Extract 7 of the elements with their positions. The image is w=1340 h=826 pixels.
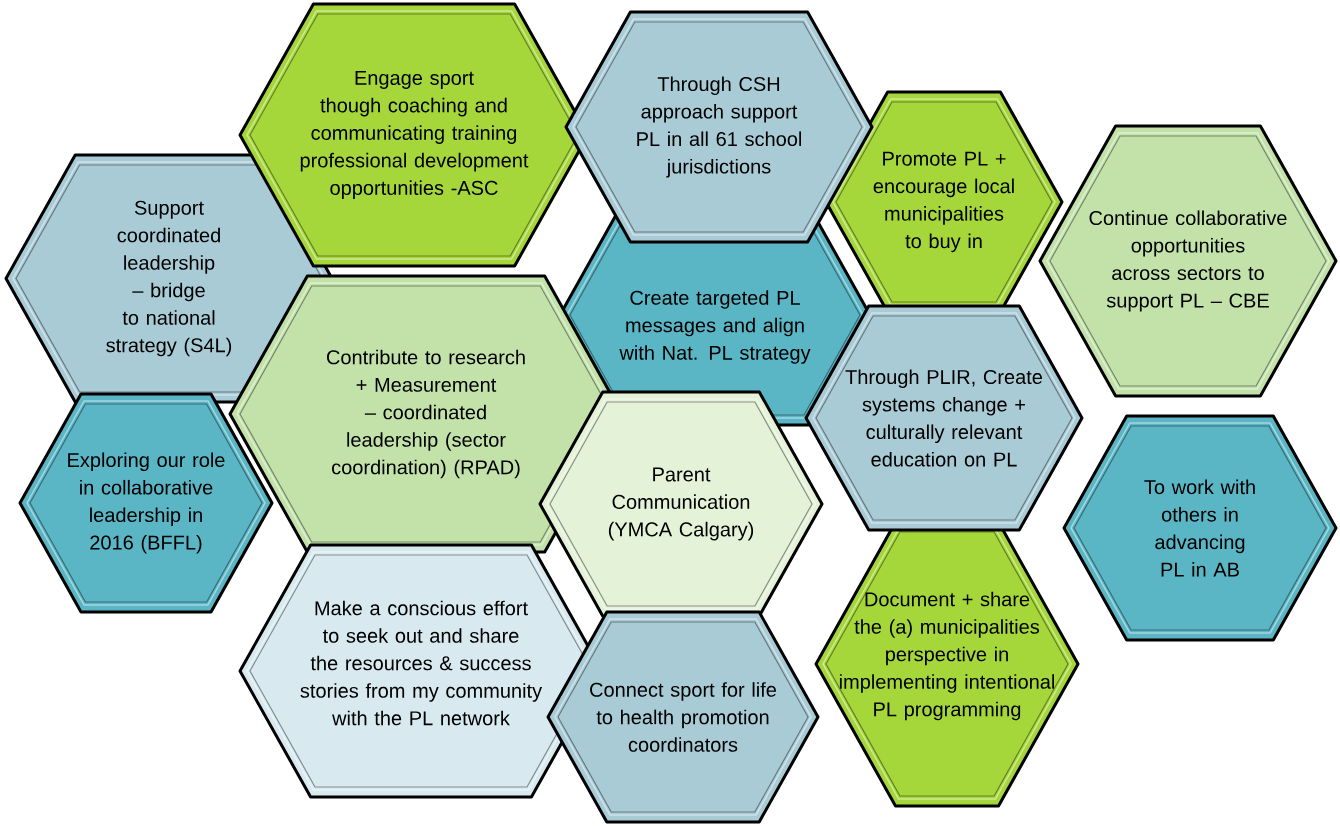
hexagon: Parent Communication (YMCA Calgary) — [538, 390, 824, 618]
hexagon: To work with others in advancing PL in AB — [1062, 414, 1338, 642]
hexagon: Connect sport for life to health promotion coordinators — [546, 610, 820, 824]
hexagon: Document + share the (a) municipalities perspective in implementing intentional PL programming — [814, 520, 1080, 808]
hexagon: Through CSH approach support PL in all 61 school jurisdictions — [564, 10, 874, 244]
hexagon: Engage sport though coaching and communicating training professional development opportunities -ASC — [238, 2, 590, 268]
hexagon: Exploring our role in collaborative leadership in 2016 (BFFL) — [18, 392, 274, 614]
